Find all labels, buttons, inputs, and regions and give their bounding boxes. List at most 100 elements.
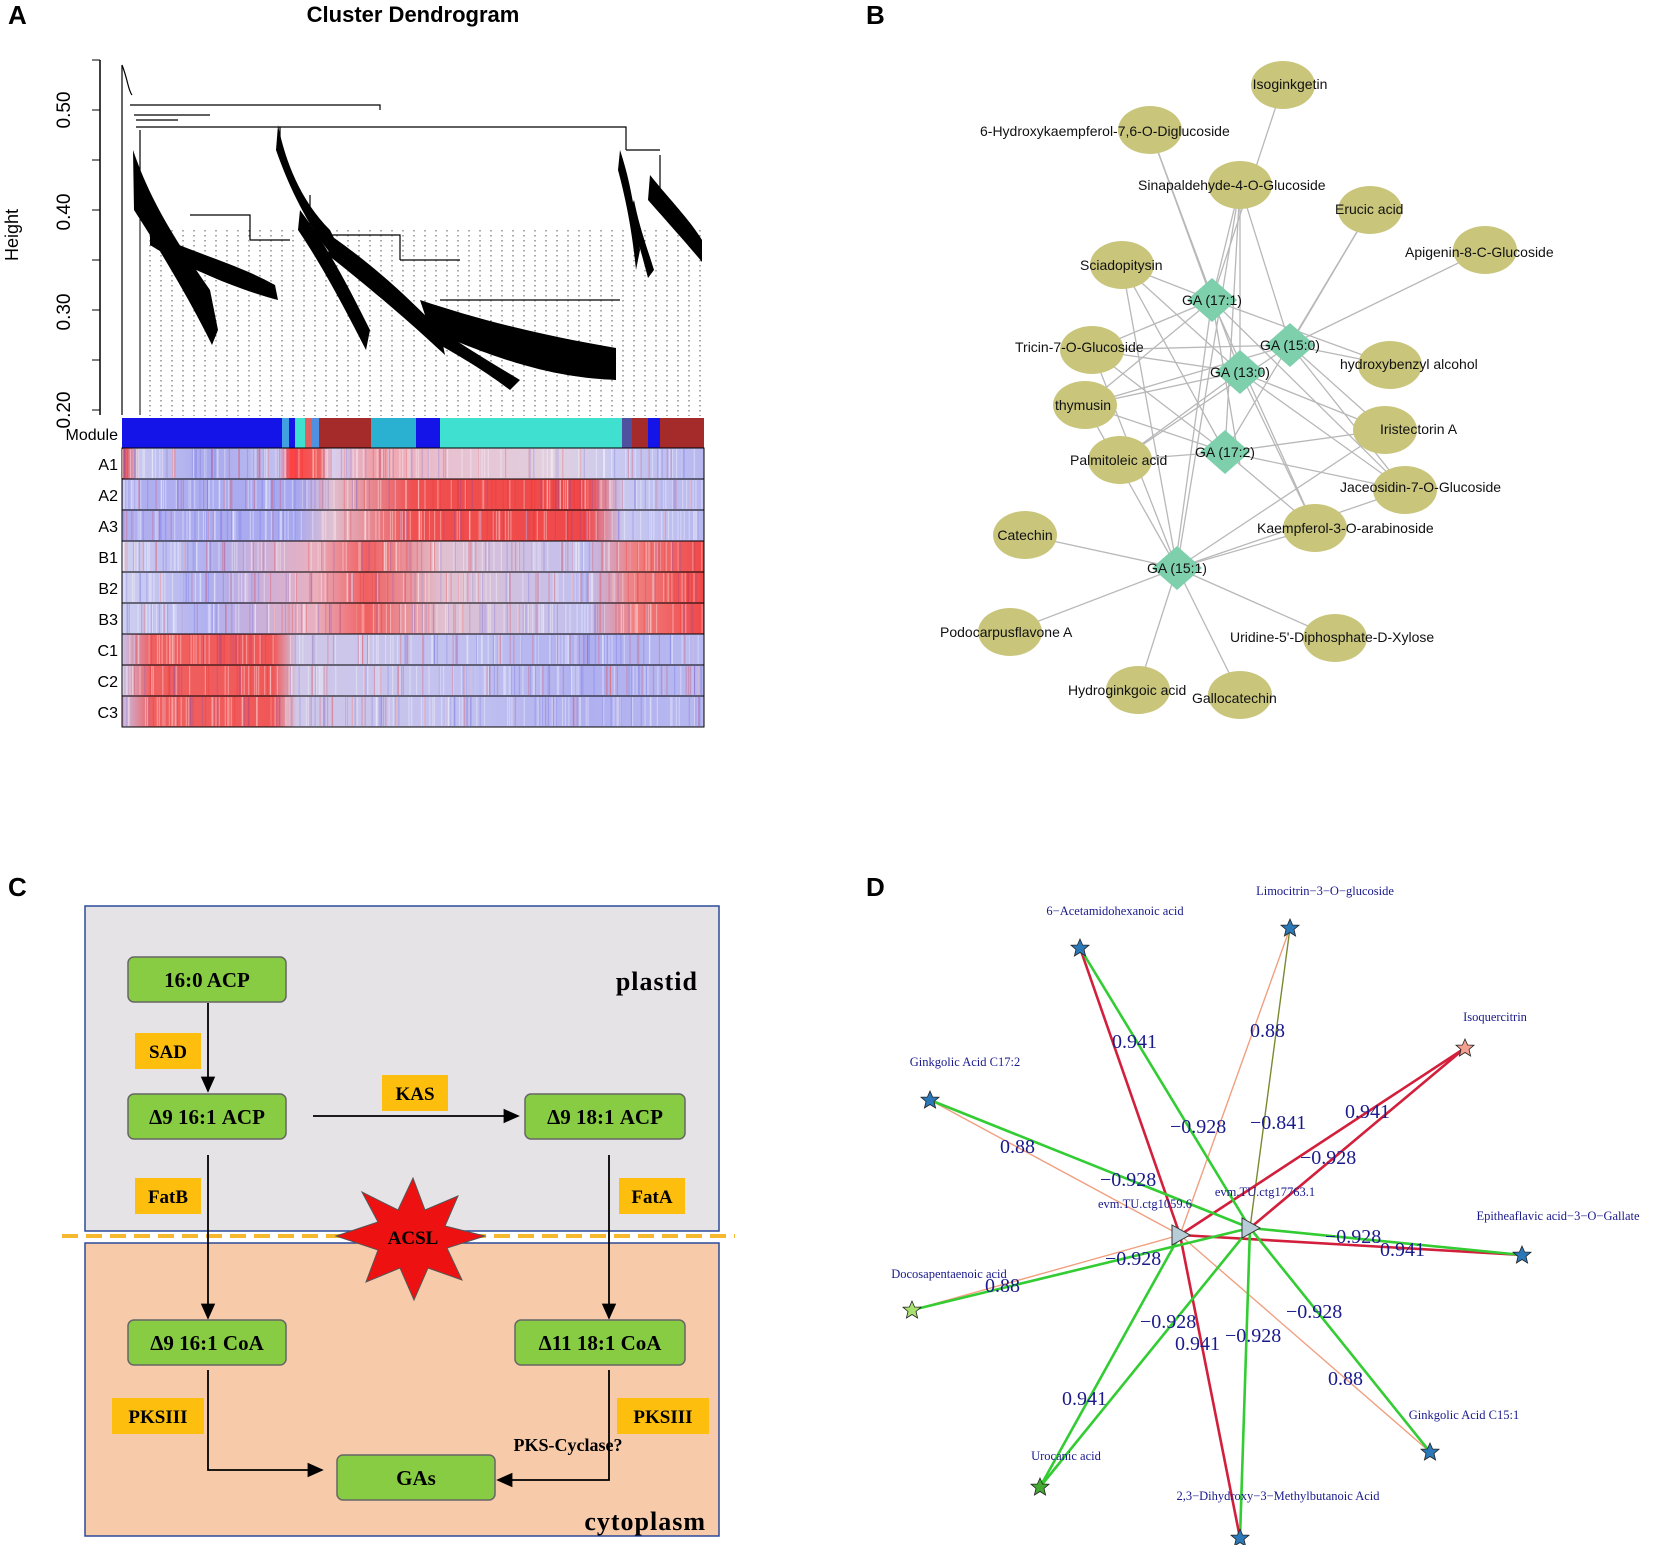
panel-letter-b: B xyxy=(866,0,885,30)
node-hydroxybenzyl-alcohol[interactable] xyxy=(1358,341,1422,389)
box-label: Δ9 16:1 CoA xyxy=(150,1331,264,1355)
box-d9-16-1-coa xyxy=(127,1319,287,1366)
star-epitheaflavic[interactable] xyxy=(1511,1244,1533,1264)
tag-fatb xyxy=(135,1178,201,1214)
gene-label: evm.TU.ctg17763.1 xyxy=(1215,1185,1315,1199)
edge-weight: 0.941 xyxy=(1380,1239,1425,1261)
node-label: Jaceosidin-7-O-Glucoside xyxy=(1340,479,1501,495)
enzyme-label: SAD xyxy=(149,1042,187,1063)
hub-ga-17-2[interactable] xyxy=(1200,430,1250,474)
node-label: thymusin xyxy=(1055,397,1111,413)
enzyme-label: PKSIII xyxy=(128,1407,187,1428)
hub-label: GA (15:0) xyxy=(1260,337,1320,353)
node-hydroginkgoic-acid[interactable] xyxy=(1106,666,1170,714)
node-uridine[interactable] xyxy=(1303,614,1367,662)
node-palmitoleic-acid[interactable] xyxy=(1088,436,1152,484)
node-label: Uridine-5'-Diphosphate-D-Xylose xyxy=(1230,629,1434,645)
plastid-label: plastid xyxy=(616,967,698,996)
node-isoginkgetin[interactable] xyxy=(1251,61,1315,109)
metabolite-nodes xyxy=(978,61,1517,719)
hub-ga-13-0[interactable] xyxy=(1215,350,1265,394)
cytoplasm-label: cytoplasm xyxy=(584,1507,706,1536)
hub-ga-17-1[interactable] xyxy=(1187,278,1237,322)
node-thymusin[interactable] xyxy=(1053,381,1117,429)
pathway-arrows xyxy=(200,1003,617,1488)
metabolite-label: 2,3−Dihydroxy−3−Methylbutanoic Acid xyxy=(1176,1489,1380,1503)
node-podocarpusflavone[interactable] xyxy=(978,608,1042,656)
box-gas xyxy=(336,1454,496,1501)
node-sinapaldehyde[interactable] xyxy=(1208,161,1272,209)
node-gallocatechin[interactable] xyxy=(1208,671,1272,719)
tag-pksiii-left xyxy=(112,1398,204,1434)
edge-weight: −0.928 xyxy=(1225,1325,1281,1347)
enzyme-label: KAS xyxy=(395,1084,434,1105)
tag-kas xyxy=(382,1075,448,1111)
hub-ga-15-1[interactable] xyxy=(1152,546,1202,590)
hub-label: GA (15:1) xyxy=(1147,560,1207,576)
edge-weight: 0.88 xyxy=(985,1275,1020,1297)
box-16-0-acp xyxy=(127,956,287,1003)
star-dihydroxy-methylbutanoic[interactable] xyxy=(1229,1527,1251,1545)
enzyme-label: PKSIII xyxy=(633,1407,692,1428)
star-acetamidohexanoic[interactable] xyxy=(1069,937,1091,957)
metabolite-label: Ginkgolic Acid C17:2 xyxy=(910,1055,1020,1069)
node-tricin[interactable] xyxy=(1060,326,1124,374)
edge-weight: −0.928 xyxy=(1100,1169,1156,1191)
node-kaempferol[interactable] xyxy=(1283,504,1347,552)
edge-weight: −0.928 xyxy=(1105,1248,1161,1270)
panel-a: Cluster Dendrogram Height 0.20 0.30 0.40… xyxy=(2,2,705,728)
node-label: hydroxybenzyl alcohol xyxy=(1340,356,1478,372)
star-limocitrin[interactable] xyxy=(1279,917,1301,937)
height-axis-label: Height xyxy=(2,209,22,261)
star-ginkgolic-c17-2[interactable] xyxy=(919,1089,941,1109)
enzyme-tags xyxy=(112,1033,709,1434)
panel-d: evm.TU.ctg1059.6 evm.TU.ctg17763.1 Limoc… xyxy=(891,884,1640,1545)
heatmap-row-label: B1 xyxy=(98,550,118,567)
node-apigenin[interactable] xyxy=(1453,226,1517,274)
edge-weight: −0.928 xyxy=(1170,1116,1226,1138)
heatmap-row-label: B2 xyxy=(98,581,118,598)
gene-node-ctg17763[interactable] xyxy=(1241,1217,1262,1239)
cyclase-label: PKS-Cyclase? xyxy=(514,1435,623,1455)
acsl-starburst xyxy=(334,1176,487,1302)
edge-weight: 0.941 xyxy=(1112,1031,1157,1053)
edge-weight: 0.941 xyxy=(1175,1333,1220,1355)
edge-weight: −0.928 xyxy=(1140,1311,1196,1333)
star-ginkgolic-c15-1[interactable] xyxy=(1419,1441,1441,1461)
node-label: Catechin xyxy=(997,527,1052,543)
metabolite-label: Ginkgolic Acid C15:1 xyxy=(1409,1408,1519,1422)
hub-ga-15-0[interactable] xyxy=(1265,323,1315,367)
star-isoquercitrin[interactable] xyxy=(1454,1037,1476,1057)
node-catechin[interactable] xyxy=(993,511,1057,559)
heatmap-texture xyxy=(122,449,703,726)
node-jaceosidin[interactable] xyxy=(1373,466,1437,514)
node-label: Sinapaldehyde-4-O-Glucoside xyxy=(1138,177,1326,193)
leaf-guide-lines xyxy=(149,230,701,416)
node-label: Sciadopitysin xyxy=(1080,257,1163,273)
node-iristectorin[interactable] xyxy=(1353,406,1417,454)
dendrogram-tree xyxy=(121,64,661,415)
panel-letter-c: C xyxy=(8,872,27,902)
star-urocanic[interactable] xyxy=(1029,1476,1051,1496)
metabolite-label: Docosapentaenoic acid xyxy=(891,1267,1007,1281)
node-erucic-acid[interactable] xyxy=(1338,186,1402,234)
node-sciadopitysin[interactable] xyxy=(1090,241,1154,289)
panel-letter-d: D xyxy=(866,872,885,902)
edge-weight: −0.928 xyxy=(1300,1147,1356,1169)
node-hydroxykaempferol[interactable] xyxy=(1118,106,1182,154)
metabolite-label: Isoquercitrin xyxy=(1463,1010,1528,1024)
tag-fata xyxy=(619,1178,685,1214)
star-docosapentaenoic[interactable] xyxy=(901,1299,923,1319)
heatmap-row-label: C1 xyxy=(98,643,119,660)
gene-node-ctg1059[interactable] xyxy=(1171,1224,1192,1246)
gene-label: evm.TU.ctg1059.6 xyxy=(1098,1197,1192,1211)
hub-label: GA (17:2) xyxy=(1195,444,1255,460)
correlation-edges-strong xyxy=(911,947,1523,1539)
node-label: Tricin-7-O-Glucoside xyxy=(1015,339,1144,355)
edge-weight: 0.88 xyxy=(1250,1020,1285,1042)
box-d11-18-1-coa xyxy=(514,1319,686,1366)
edge-weight: −0.841 xyxy=(1250,1112,1306,1134)
heatmap-row-label: C2 xyxy=(98,674,119,691)
node-label: Palmitoleic acid xyxy=(1070,452,1167,468)
